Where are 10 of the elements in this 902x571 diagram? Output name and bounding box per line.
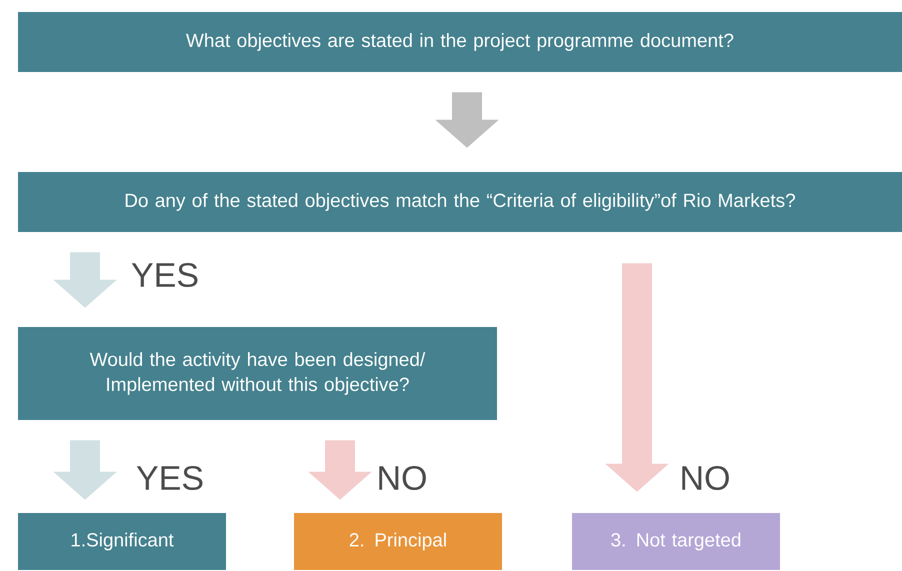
question-box: Would the activity have been designed/ Implemented without this objective? (18, 327, 497, 420)
edge-label: NO (379, 466, 426, 490)
answer-box: 3. Not targeted (572, 513, 780, 570)
edge-label: YES (136, 466, 202, 490)
answer-box: 2. Principal (294, 513, 502, 570)
edge-label: YES (132, 262, 198, 288)
edge-label: NO (682, 466, 729, 490)
answer-box: 1.Significant (18, 513, 226, 570)
question-box: Do any of the stated objectives match the “Criteria of eligibility”of Rio Markets? (18, 172, 902, 232)
question-box: What objectives are stated in the project programme document? (18, 12, 902, 72)
